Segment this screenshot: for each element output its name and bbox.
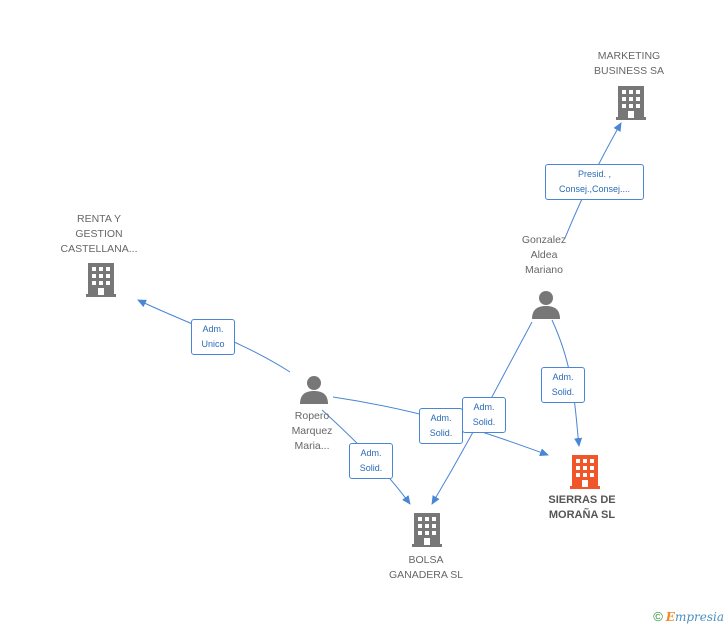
building-icon (412, 513, 442, 547)
person-icon (532, 291, 560, 319)
edge-label-line: Unico (201, 339, 225, 349)
node-label-line: RENTA Y (77, 213, 121, 225)
edge-label-line: Solid. (472, 417, 496, 427)
edge-label-line: Adm. (430, 413, 452, 423)
edge-label-gonzalez-marketing[interactable]: Presid. , Consej.,Consej.... (545, 164, 644, 200)
node-label-line: CASTELLANA... (60, 243, 138, 255)
edge-label-gonzalez-sierras[interactable]: Adm. Solid. (541, 367, 585, 403)
node-label-bolsa[interactable]: BOLSA GANADERA SL (374, 553, 478, 583)
brand-name: mpresia (674, 610, 724, 624)
edge-label-line: Solid. (429, 428, 453, 438)
node-label-line: MORAÑA SL (548, 509, 616, 521)
node-label-line: Maria... (294, 440, 330, 452)
node-label-line: BUSINESS SA (593, 65, 665, 77)
edge-label-ropero-bolsa[interactable]: Adm. Solid. (349, 443, 393, 479)
node-label-marketing[interactable]: MARKETING BUSINESS SA (578, 49, 680, 79)
node-label-line: Marquez (291, 425, 333, 437)
edge-label-ropero-sierras[interactable]: Adm. Solid. (419, 408, 463, 444)
node-label-gonzalez[interactable]: Gonzalez Aldea Mariano (504, 233, 584, 278)
node-label-line: Mariano (525, 264, 563, 276)
edge-label-line: Solid. (551, 387, 575, 397)
node-label-line: Gonzalez (521, 234, 567, 246)
copyright-symbol: © (653, 609, 663, 624)
edge-label-gonzalez-bolsa[interactable]: Adm. Solid. (462, 397, 506, 433)
node-label-renta[interactable]: RENTA Y GESTION CASTELLANA... (48, 212, 150, 257)
node-label-line: SIERRAS DE (548, 494, 616, 506)
empresia-credit[interactable]: ©Empresia (653, 609, 724, 624)
edge-label-line: Solid. (359, 463, 383, 473)
person-icon (300, 376, 328, 404)
edge-label-ropero-renta[interactable]: Adm. Unico (191, 319, 235, 355)
building-icon (86, 263, 116, 297)
node-label-line: Aldea (530, 249, 558, 261)
edge-label-line: Adm. (202, 324, 224, 334)
building-icon (616, 86, 646, 120)
node-label-line: Ropero (294, 410, 330, 422)
building-icon-focus (570, 455, 600, 489)
edge-label-line: Adm. (473, 402, 495, 412)
node-label-line: GANADERA SL (388, 569, 464, 581)
edge-label-line: Consej.,Consej.... (558, 184, 631, 194)
edge-label-line: Adm. (360, 448, 382, 458)
node-label-ropero[interactable]: Ropero Marquez Maria... (272, 409, 352, 454)
node-label-line: BOLSA (408, 554, 444, 566)
node-label-sierras[interactable]: SIERRAS DE MORAÑA SL (532, 493, 632, 523)
node-label-line: MARKETING (597, 50, 661, 62)
node-label-line: GESTION (75, 228, 123, 240)
edge-label-line: Adm. (552, 372, 574, 382)
edge-label-line: Presid. , (577, 169, 611, 179)
brand-initial: E (665, 610, 675, 624)
